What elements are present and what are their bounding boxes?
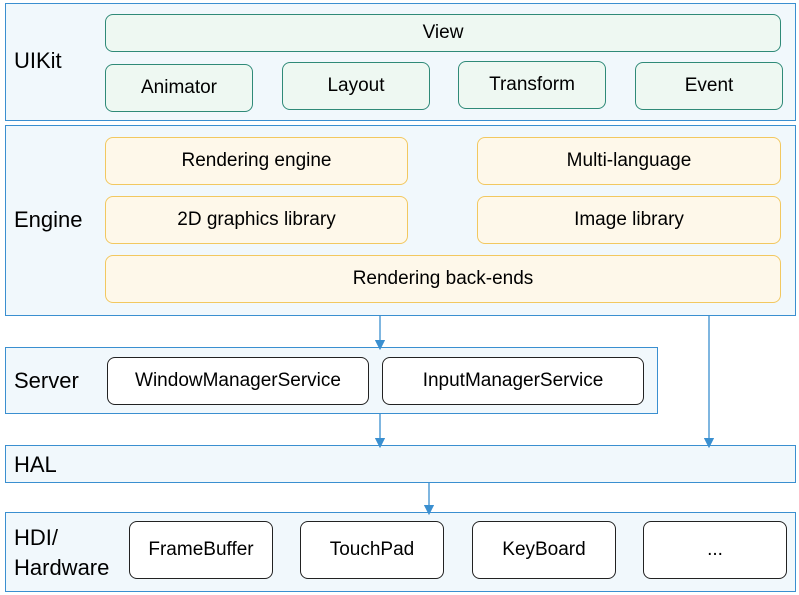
view-box: View	[105, 14, 781, 52]
hardware-label-line1: HDI/	[14, 525, 58, 550]
hal-layer	[5, 445, 796, 483]
graphics-2d-box: 2D graphics library	[105, 196, 408, 244]
uikit-layer-label: UIKit	[14, 48, 62, 73]
keyboard-box: KeyBoard	[472, 521, 616, 579]
more-box: ...	[643, 521, 787, 579]
image-library-box: Image library	[477, 196, 781, 244]
touchpad-box: TouchPad	[300, 521, 444, 579]
window-manager-service-box: WindowManagerService	[107, 357, 369, 405]
multi-language-box: Multi-language	[477, 137, 781, 185]
transform-box: Transform	[458, 61, 606, 109]
hardware-label-line2: Hardware	[14, 555, 110, 580]
engine-layer-label: Engine	[14, 207, 83, 232]
event-box: Event	[635, 62, 783, 110]
framebuffer-box: FrameBuffer	[129, 521, 273, 579]
hardware-layer-label: HDI/ Hardware	[14, 523, 109, 583]
layout-box: Layout	[282, 62, 430, 110]
rendering-engine-box: Rendering engine	[105, 137, 408, 185]
hal-layer-label: HAL	[14, 452, 57, 477]
rendering-backends-box: Rendering back-ends	[105, 255, 781, 303]
animator-box: Animator	[105, 64, 253, 112]
input-manager-service-box: InputManagerService	[382, 357, 644, 405]
server-layer-label: Server	[14, 368, 79, 393]
